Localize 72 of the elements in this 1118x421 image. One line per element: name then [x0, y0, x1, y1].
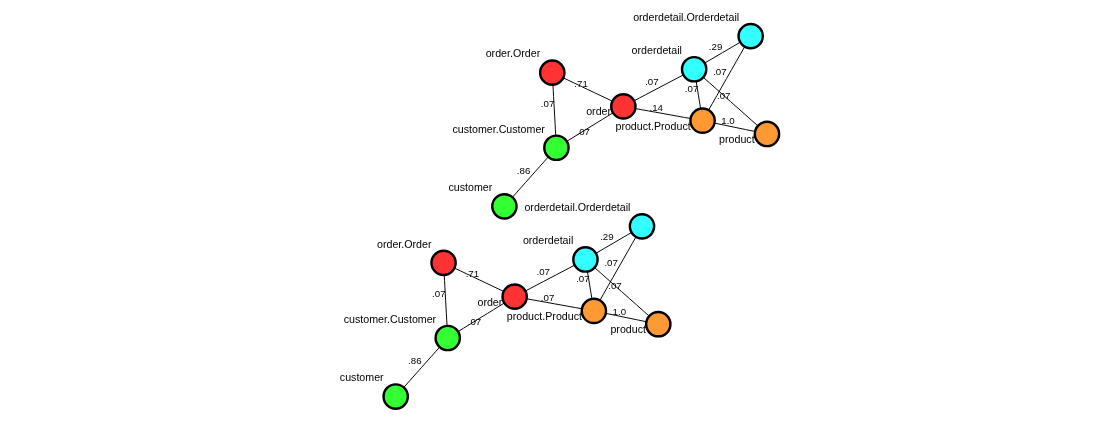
node-label: orderdetail — [522, 234, 573, 247]
node-circle — [381, 383, 409, 410]
edge-label: .07 — [540, 98, 554, 110]
node-circle — [736, 22, 764, 50]
node-label: customer — [339, 371, 384, 384]
connector — [511, 156, 549, 198]
connector — [707, 46, 745, 111]
connector — [634, 108, 691, 119]
connector — [633, 74, 684, 102]
node-circle — [609, 93, 637, 120]
node-circle — [542, 134, 570, 162]
edge-label: .07 — [603, 256, 618, 268]
connector — [595, 232, 632, 254]
connector — [453, 267, 504, 292]
connector — [713, 122, 755, 132]
connector — [593, 267, 649, 317]
connector — [443, 274, 448, 327]
edge-label: .07 — [644, 75, 659, 87]
connector — [605, 312, 647, 323]
node-label: order.Order — [485, 47, 540, 60]
node-circle — [433, 324, 461, 352]
node-label: customer — [448, 181, 492, 194]
edge-label: .07 — [431, 288, 446, 300]
node-circle — [644, 310, 672, 338]
node-label: orderdetail — [631, 43, 682, 56]
edge-label: .07 — [575, 273, 590, 285]
node-circle — [500, 283, 528, 310]
edge-label: .07 — [535, 266, 550, 278]
node-label: product.Product — [506, 309, 582, 322]
node-label: orderdetail.Orderdetail — [523, 201, 630, 214]
node-circle — [538, 59, 566, 86]
connector — [599, 236, 636, 301]
connector — [702, 76, 758, 127]
connector — [566, 112, 613, 142]
node-circle — [580, 297, 607, 325]
connector — [525, 298, 582, 310]
connector — [551, 84, 556, 136]
edge-label: 1.0 — [720, 115, 735, 127]
node-label: product — [609, 323, 646, 336]
node-circle — [753, 120, 780, 148]
node-label: orderdetail.Orderdetail — [632, 10, 739, 23]
connector — [457, 302, 505, 332]
node-label: order — [585, 105, 611, 118]
edge-label: .86 — [516, 165, 530, 177]
connector — [562, 77, 613, 102]
edge-label: .07 — [684, 83, 698, 94]
edge-label: .07 — [712, 66, 727, 78]
edge-label: .07 — [540, 291, 554, 303]
edge-label: .29 — [708, 40, 722, 52]
connector — [524, 264, 575, 292]
edge-label: .29 — [599, 231, 614, 242]
connector — [695, 80, 701, 109]
edge-label: 1.0 — [612, 305, 626, 317]
edge-label: .71 — [465, 267, 479, 279]
node-label: product — [718, 132, 755, 145]
node-circle — [680, 55, 707, 83]
node-label: customer.Customer — [451, 122, 545, 135]
node-circle — [628, 213, 655, 240]
connector — [703, 41, 741, 64]
edge-label: .07 — [607, 279, 622, 291]
node-circle — [429, 249, 457, 277]
node-label: order — [476, 295, 502, 308]
node-label: order.Order — [376, 237, 431, 250]
connector — [402, 346, 440, 388]
edge-label: .71 — [573, 77, 588, 89]
connector — [586, 271, 592, 300]
node-label: customer.Customer — [343, 312, 436, 325]
edge-label: .14 — [649, 101, 663, 113]
edge-label: .86 — [407, 355, 422, 367]
node-label: product.Product — [614, 119, 691, 132]
node-circle — [571, 246, 599, 273]
node-circle — [490, 192, 518, 220]
